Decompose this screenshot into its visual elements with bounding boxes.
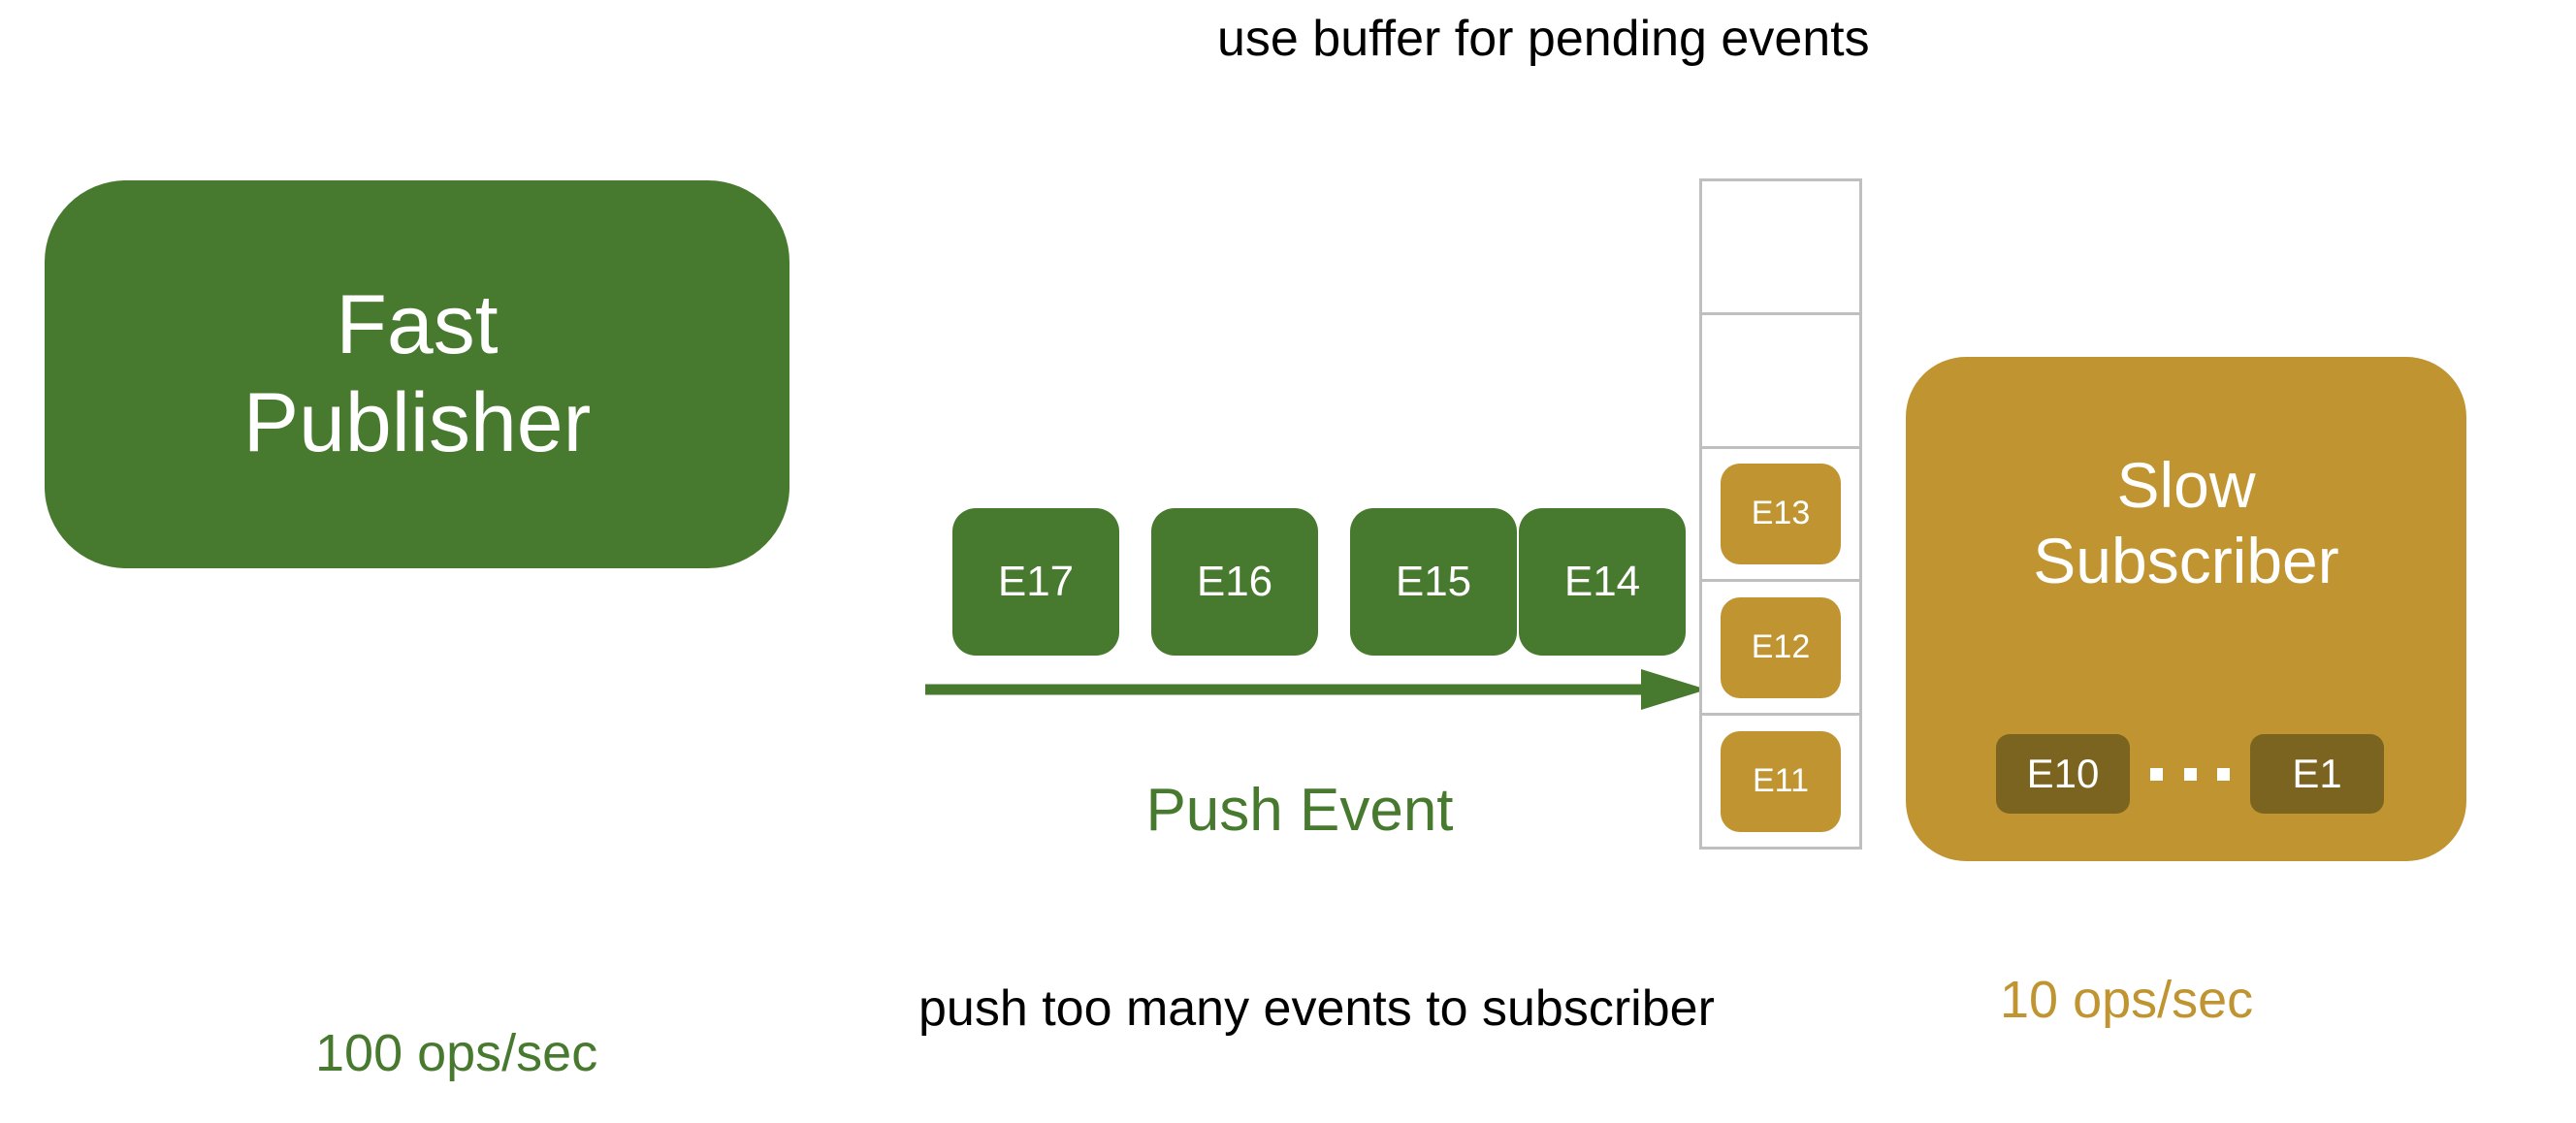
ellipsis-dots-icon: [2130, 734, 2250, 814]
publisher-rate-label: 100 ops/sec: [315, 1024, 598, 1082]
buffer-chip-e12: E12: [1721, 596, 1841, 698]
top-caption: use buffer for pending events: [1217, 11, 1870, 67]
processed-chip-e1[interactable]: E1: [2250, 734, 2384, 814]
event-chip-e16[interactable]: E16: [1151, 508, 1318, 656]
overload-caption: push too many events to subscriber: [918, 980, 1715, 1037]
dot-icon: [2150, 767, 2164, 781]
fast-publisher-title-line-2: Publisher: [242, 376, 592, 469]
push-event-arrow-icon: [925, 669, 1707, 710]
processed-events-group: E10 E1: [1996, 734, 2384, 814]
dot-icon: [2183, 767, 2197, 781]
buffer-slot[interactable]: [1699, 311, 1862, 446]
pending-events-buffer: E13 E12 E11: [1699, 178, 1862, 850]
buffer-chip-e11: E11: [1721, 730, 1841, 832]
push-event-label: Push Event: [1145, 777, 1454, 844]
subscriber-rate-label: 10 ops/sec: [2000, 971, 2254, 1029]
buffer-slot[interactable]: [1699, 178, 1862, 312]
slow-subscriber-title-line-1: Slow: [2116, 449, 2256, 521]
fast-publisher-box[interactable]: Fast Publisher: [45, 180, 789, 568]
buffer-chip-e13: E13: [1721, 463, 1841, 564]
buffer-slot[interactable]: E12: [1699, 579, 1862, 714]
slow-subscriber-title-line-2: Subscriber: [2033, 524, 2339, 596]
dot-icon: [2216, 767, 2230, 781]
buffer-slot[interactable]: E13: [1699, 445, 1862, 580]
event-chip-e17[interactable]: E17: [952, 508, 1119, 656]
event-chip-e15[interactable]: E15: [1350, 508, 1517, 656]
buffer-slot[interactable]: E11: [1699, 713, 1862, 850]
fast-publisher-title-line-1: Fast: [336, 277, 499, 371]
event-chip-e14[interactable]: E14: [1519, 508, 1686, 656]
processed-chip-e10[interactable]: E10: [1996, 734, 2130, 814]
